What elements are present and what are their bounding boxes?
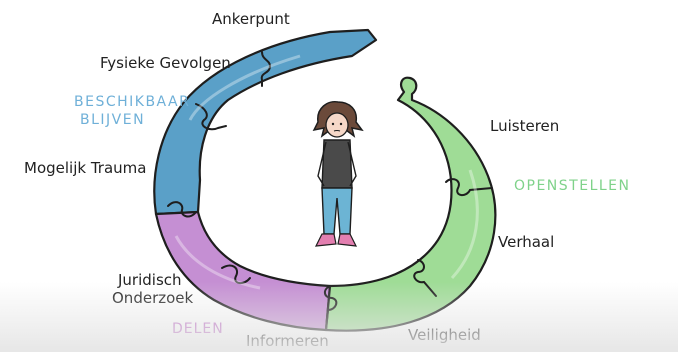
group-label-beschikbaar: BESCHIKBAAR [74, 94, 190, 110]
label-luisteren: Luisteren [490, 117, 559, 135]
girl-shoe-left [314, 233, 337, 247]
label-verhaal: Verhaal [498, 233, 554, 251]
label-juridisch: Juridisch [117, 271, 182, 289]
group-label-openstellen: OPENSTELLEN [514, 178, 630, 194]
girl-figure [312, 100, 364, 247]
girl-pants [321, 187, 353, 235]
highlight-green [450, 169, 479, 280]
girl-eye-left [331, 122, 335, 126]
girl-shirt [321, 139, 353, 189]
group-label-delen: DELEN [172, 321, 224, 337]
label-onderzoek: Onderzoek [112, 289, 194, 307]
group-label-blijven: BLIJVEN [80, 112, 145, 128]
highlight-blue [188, 54, 301, 121]
seam-green-2 [445, 178, 493, 196]
girl-eye-right [339, 122, 343, 126]
label-ankerpunt: Ankerpunt [212, 10, 290, 28]
seam-blue-1 [260, 51, 272, 87]
girl-shoe-right [337, 233, 358, 247]
label-veiligheid: Veiligheid [408, 326, 481, 344]
label-mogelijk-trauma: Mogelijk Trauma [24, 159, 146, 177]
girl-mouth [333, 130, 341, 132]
label-fysieke-gevolgen: Fysieke Gevolgen [100, 54, 231, 72]
seam-green-1 [413, 259, 437, 297]
puzzle-segment-purple [154, 210, 332, 332]
girl-face [325, 112, 349, 138]
seam-blue-2 [195, 103, 227, 131]
girl-arms [317, 141, 357, 187]
seam-blue-purple [167, 201, 197, 218]
label-informeren: Informeren [246, 332, 329, 350]
